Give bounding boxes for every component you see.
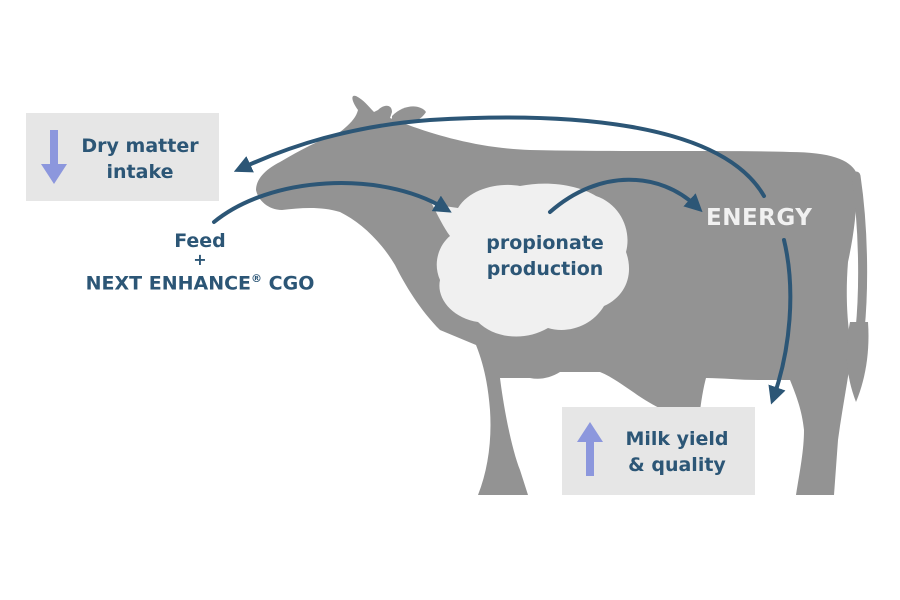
product-name: NEXT ENHANCE® CGO [60, 268, 340, 294]
rumen-shape [430, 183, 630, 337]
milk-yield-label: Milk yield & quality [604, 426, 750, 478]
arrow-energy-to-dry-matter [233, 115, 766, 198]
rumen-label: propionate production [466, 230, 624, 282]
product-name-text: NEXT ENHANCE [85, 272, 252, 295]
registered-mark: ® [251, 272, 263, 285]
rumen-line-1: propionate [486, 232, 604, 254]
arrow-rumen-to-energy [548, 177, 703, 214]
dry-matter-line-1: Dry matter [81, 135, 199, 157]
arrow-energy-to-milk [768, 238, 793, 405]
dry-matter-box [26, 113, 219, 201]
dry-matter-line-2: intake [106, 161, 174, 183]
arrow-feed-to-rumen [212, 181, 452, 224]
milk-yield-box [562, 407, 755, 495]
cow-tail-tuft [846, 322, 869, 402]
feed-line: Feed [174, 230, 226, 252]
arrow-up-icon [577, 422, 603, 476]
cow-tail [851, 171, 868, 335]
feed-label: Feed + NEXT ENHANCE® CGO [60, 230, 340, 294]
feed-plus: + [193, 250, 207, 269]
rumen-line-2: production [486, 258, 604, 280]
product-suffix: CGO [262, 272, 315, 295]
dry-matter-label: Dry matter intake [70, 133, 210, 185]
energy-label: ENERGY [706, 205, 813, 231]
milk-line-1: Milk yield [625, 428, 729, 450]
milk-line-2: & quality [628, 454, 726, 476]
arrow-down-icon [41, 130, 67, 184]
